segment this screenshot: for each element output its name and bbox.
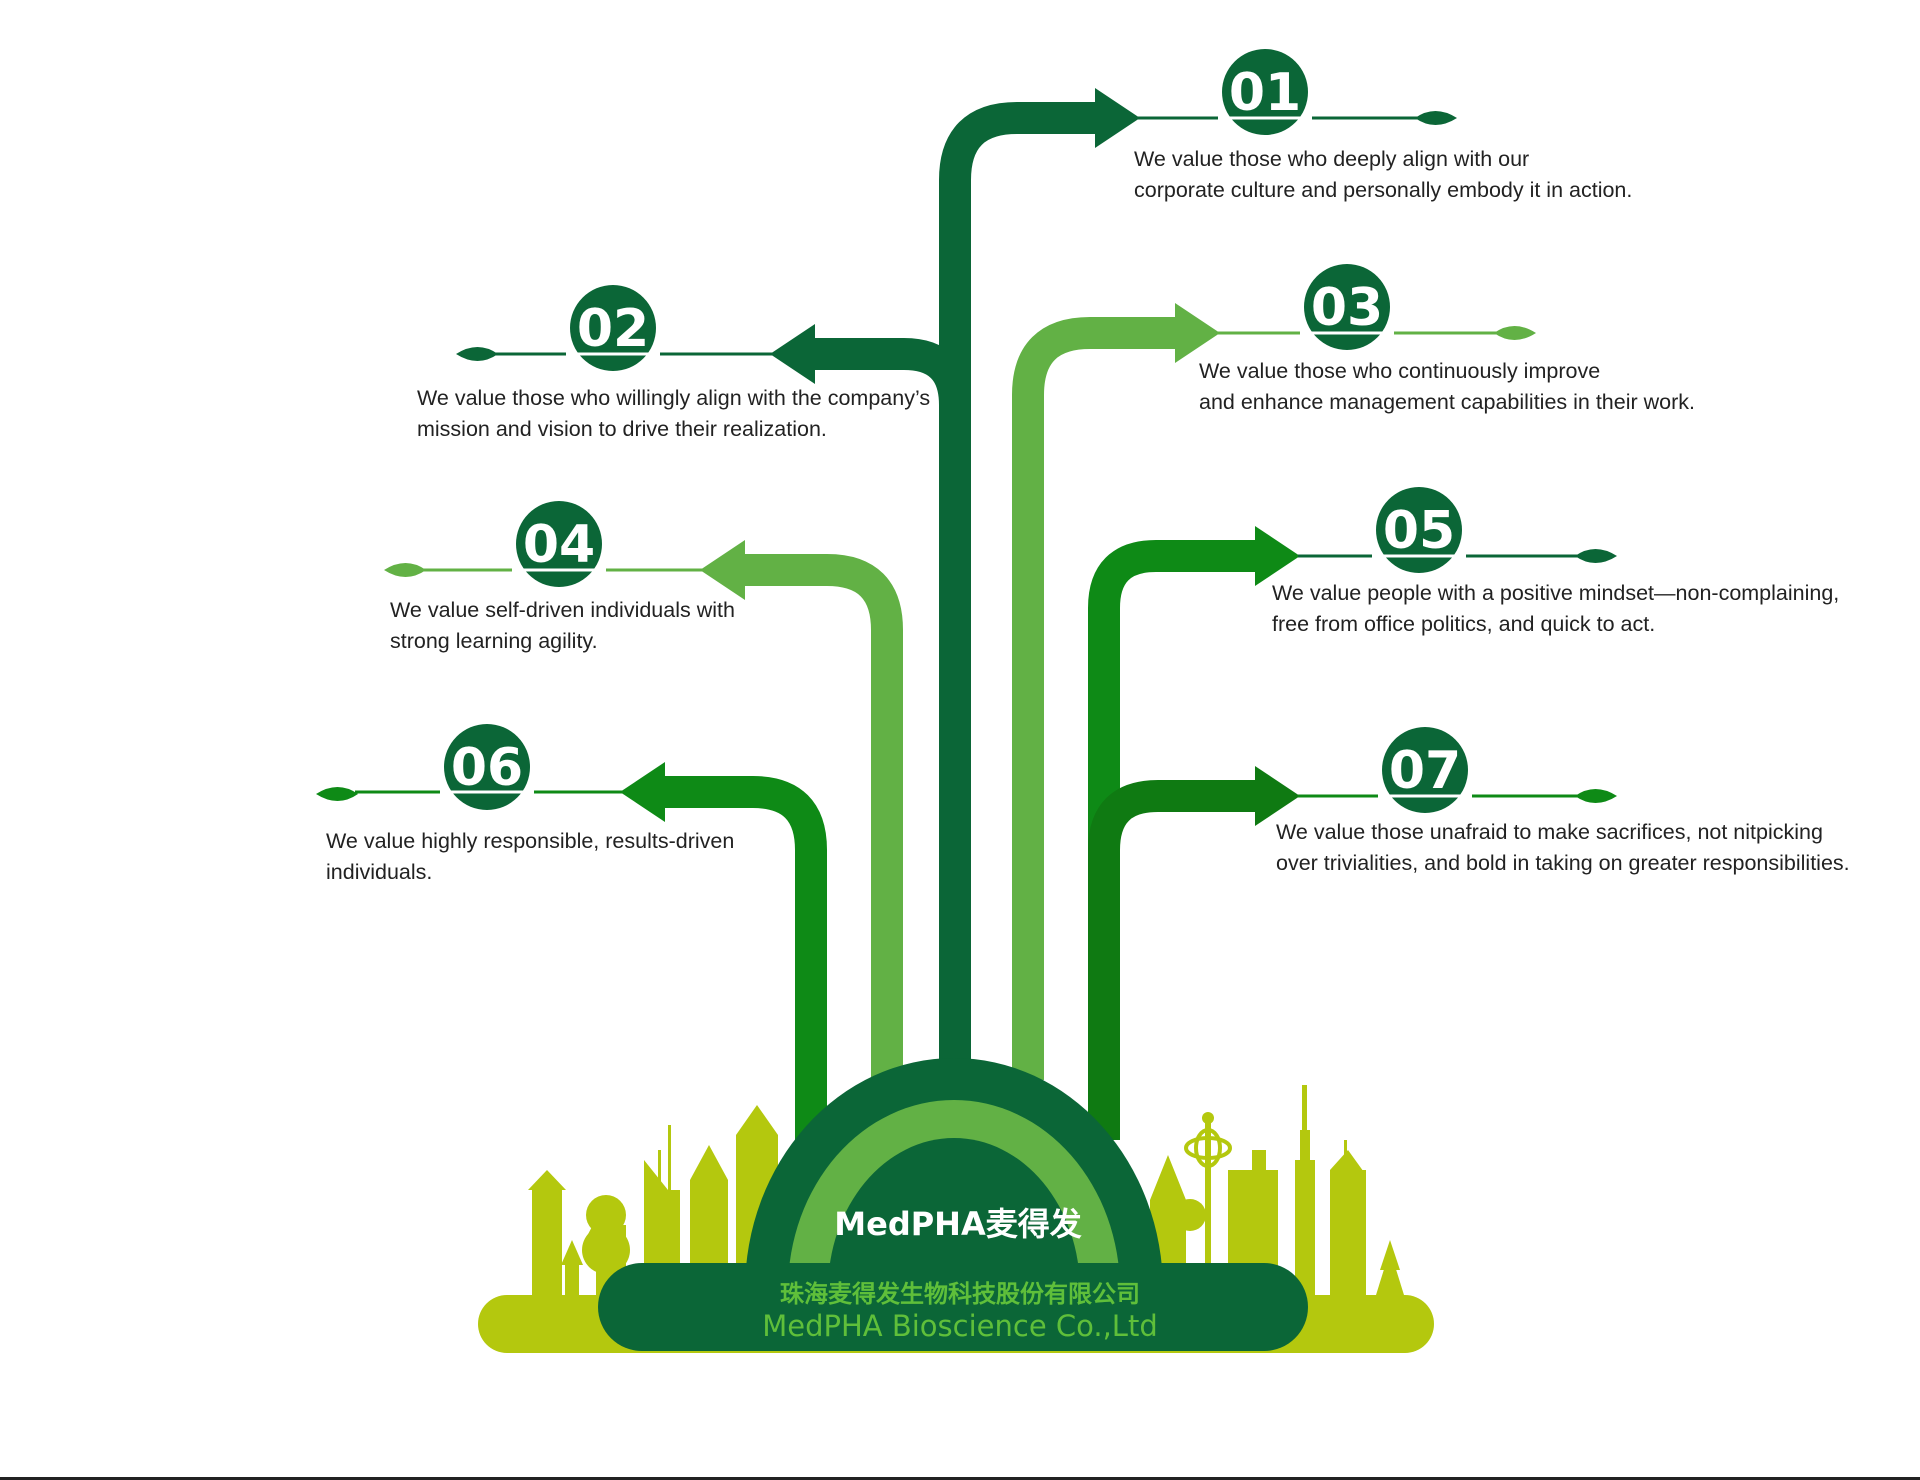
item-01-line-1: We value those who deeply align with our (1134, 147, 1529, 171)
company-name-en: MedPHA Bioscience Co.,Ltd (762, 1309, 1158, 1343)
badge-number-02: 02 (577, 299, 649, 359)
branch-06 (660, 776, 827, 1150)
badge-number-04: 04 (523, 515, 595, 575)
leaf-icon (1494, 326, 1536, 340)
item-04-line-2: strong learning agility. (390, 629, 598, 653)
badge-number-05: 05 (1383, 501, 1455, 561)
item-07-line-2: over trivialities, and bold in taking on… (1276, 851, 1850, 875)
item-05-line-2: free from office politics, and quick to … (1272, 612, 1655, 636)
item-02-line-2: mission and vision to drive their realiz… (417, 417, 827, 441)
leaf-icon (384, 563, 426, 577)
branch-05 (1088, 540, 1260, 1130)
central-dome: MedPHA麦得发 (745, 1058, 1163, 1290)
badge-number-06: 06 (451, 738, 523, 798)
tree-branches (620, 88, 1300, 1150)
company-banner: 珠海麦得发生物科技股份有限公司 MedPHA Bioscience Co.,Lt… (598, 1263, 1308, 1351)
badge-number-07: 07 (1389, 741, 1461, 801)
branch-03 (1012, 317, 1180, 1080)
badge-group: 01 02 03 04 05 06 07 (316, 49, 1617, 813)
branch-01 (939, 102, 1100, 1080)
leaf-icon (316, 787, 358, 801)
branch-04 (740, 554, 903, 1100)
item-01-line-2: corporate culture and personally embody … (1134, 178, 1632, 202)
badge-number-03: 03 (1311, 278, 1383, 338)
leaf-icon (456, 347, 498, 361)
badge-number-01: 01 (1229, 63, 1301, 123)
bottom-rule (0, 1477, 1920, 1480)
leaf-icon (1575, 789, 1617, 803)
leaf-icon (1415, 111, 1457, 125)
company-name-cn: 珠海麦得发生物科技股份有限公司 (780, 1280, 1140, 1308)
item-02-line-1: We value those who willingly align with … (417, 386, 930, 410)
descriptions: We value those who deeply align with our… (326, 147, 1850, 884)
item-03-line-2: and enhance management capabilities in t… (1199, 390, 1695, 414)
item-04-line-1: We value self-driven individuals with (390, 598, 735, 622)
item-07-line-1: We value those unafraid to make sacrific… (1276, 820, 1823, 844)
branch-07 (1088, 780, 1260, 1140)
brand-logo: MedPHA麦得发 (834, 1205, 1081, 1243)
item-05-line-1: We value people with a positive mindset—… (1272, 581, 1839, 605)
item-06-line-1: We value highly responsible, results-dri… (326, 829, 734, 853)
leaf-icon (1575, 549, 1617, 563)
item-03-line-1: We value those who continuously improve (1199, 359, 1600, 383)
item-06-line-2: individuals. (326, 860, 432, 884)
